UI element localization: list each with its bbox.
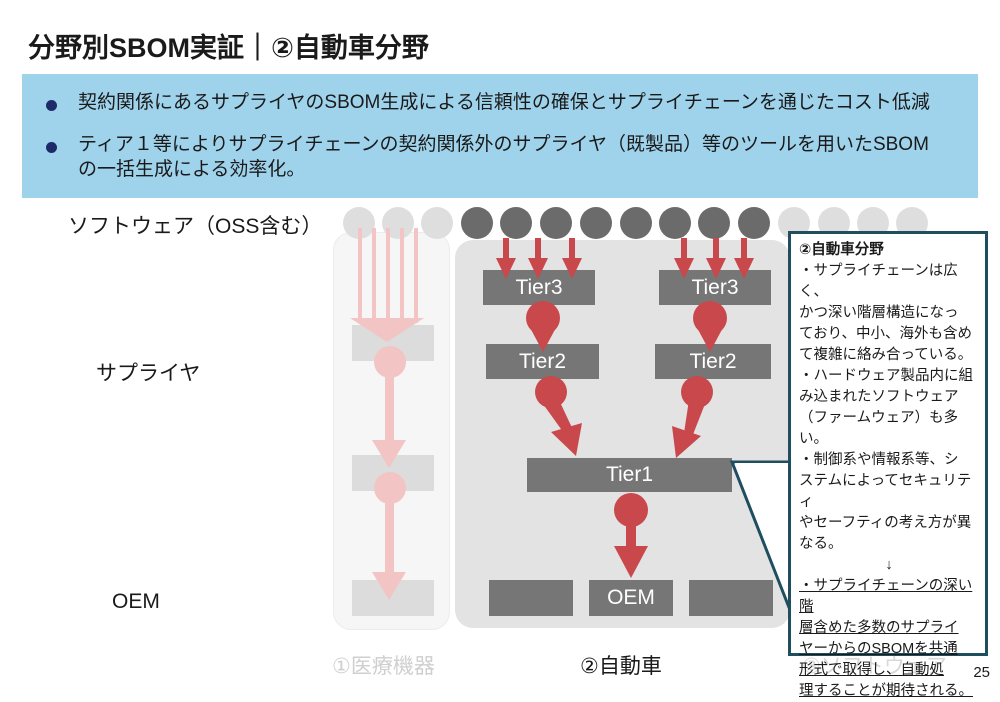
- tier2-right-box: Tier2: [655, 344, 771, 379]
- callout-line: み込まれたソフトウェア: [799, 389, 959, 405]
- software-dot: [698, 207, 730, 239]
- tier2-to-tier1-arrows: [535, 376, 713, 458]
- software-dot: [580, 207, 612, 239]
- callout-line: （ファームウェア）も多い。: [799, 410, 959, 447]
- down-arrow-icon: ↓: [885, 557, 893, 573]
- callout-line: ており、中小、海外も含め: [799, 326, 972, 342]
- summary-bullet-2-line-2: の一括生成による効率化。: [78, 159, 306, 180]
- caption-automotive: ②自動車: [580, 655, 662, 678]
- callout-conclusion-line: ・サプライチェーンの深い階: [799, 578, 973, 615]
- row-label-software: ソフトウェア（OSS含む）: [68, 215, 323, 238]
- summary-bullet-1: 契約関係にあるサプライヤのSBOM生成による信頼性の確保とサプライチェーンを通じ…: [78, 92, 930, 113]
- tier2-left-box: Tier2: [486, 344, 599, 379]
- summary-bullet-2-line-1: ティア１等によりサプライチェーンの契約関係外のサプライヤ（既製品）等のツールを用…: [78, 134, 929, 155]
- automotive-callout: ②自動車分野 ・サプライチェーンは広く、 かつ深い階層構造になっ ており、中小、…: [788, 231, 988, 699]
- callout-conclusion-line: ヤーからのSBOMを共通: [799, 641, 958, 657]
- software-dot: [540, 207, 572, 239]
- callout-conclusion-line: 形式で取得し、自動処: [799, 662, 944, 678]
- software-dot: [659, 207, 691, 239]
- callout-line: かつ深い階層構造になっ: [799, 305, 959, 321]
- oem-box-side: [689, 580, 773, 616]
- summary-box: [22, 74, 978, 198]
- callout-line: ・ハードウェア製品内に組: [799, 368, 973, 384]
- callout-line: ・制御系や情報系等、シ: [799, 452, 959, 468]
- oem-box: OEM: [589, 580, 673, 616]
- callout-line: やセーフティの考え方が異: [799, 515, 972, 531]
- software-dot: [500, 207, 532, 239]
- callout-line: ・サプライチェーンは広く、: [799, 263, 958, 300]
- software-to-tier3-arrows: [496, 238, 754, 279]
- tier1-to-oem-arrow: [614, 493, 648, 578]
- callout-line: ステムによってセキュリティ: [799, 473, 972, 510]
- row-label-supplier: サプライヤ: [96, 362, 201, 385]
- callout-line: て複雑に絡み合っている。: [799, 347, 973, 363]
- caption-software: ③ソフトウェア: [802, 655, 947, 678]
- callout-title: ②自動車分野: [799, 242, 884, 258]
- callout-conclusion-line: 層含めた多数のサプライ: [799, 620, 959, 636]
- software-dot: [738, 207, 770, 239]
- oem-box-side: [489, 580, 573, 616]
- caption-medical: ①医療機器: [332, 655, 435, 678]
- bullet-icon: [46, 96, 64, 114]
- callout-pointer: [729, 460, 792, 611]
- page-number: 25: [973, 664, 990, 681]
- software-dot: [421, 207, 453, 239]
- tier3-to-tier2-arrows: [526, 301, 727, 352]
- medical-faded-arrows: [350, 228, 424, 600]
- bullet-icon: [46, 138, 64, 156]
- row-label-oem: OEM: [112, 590, 160, 613]
- page-title: 分野別SBOM実証｜②自動車分野: [28, 33, 429, 63]
- software-dot: [461, 207, 493, 239]
- tier1-box: Tier1: [527, 458, 732, 492]
- callout-line: なる。: [799, 536, 843, 552]
- software-dot: [620, 207, 652, 239]
